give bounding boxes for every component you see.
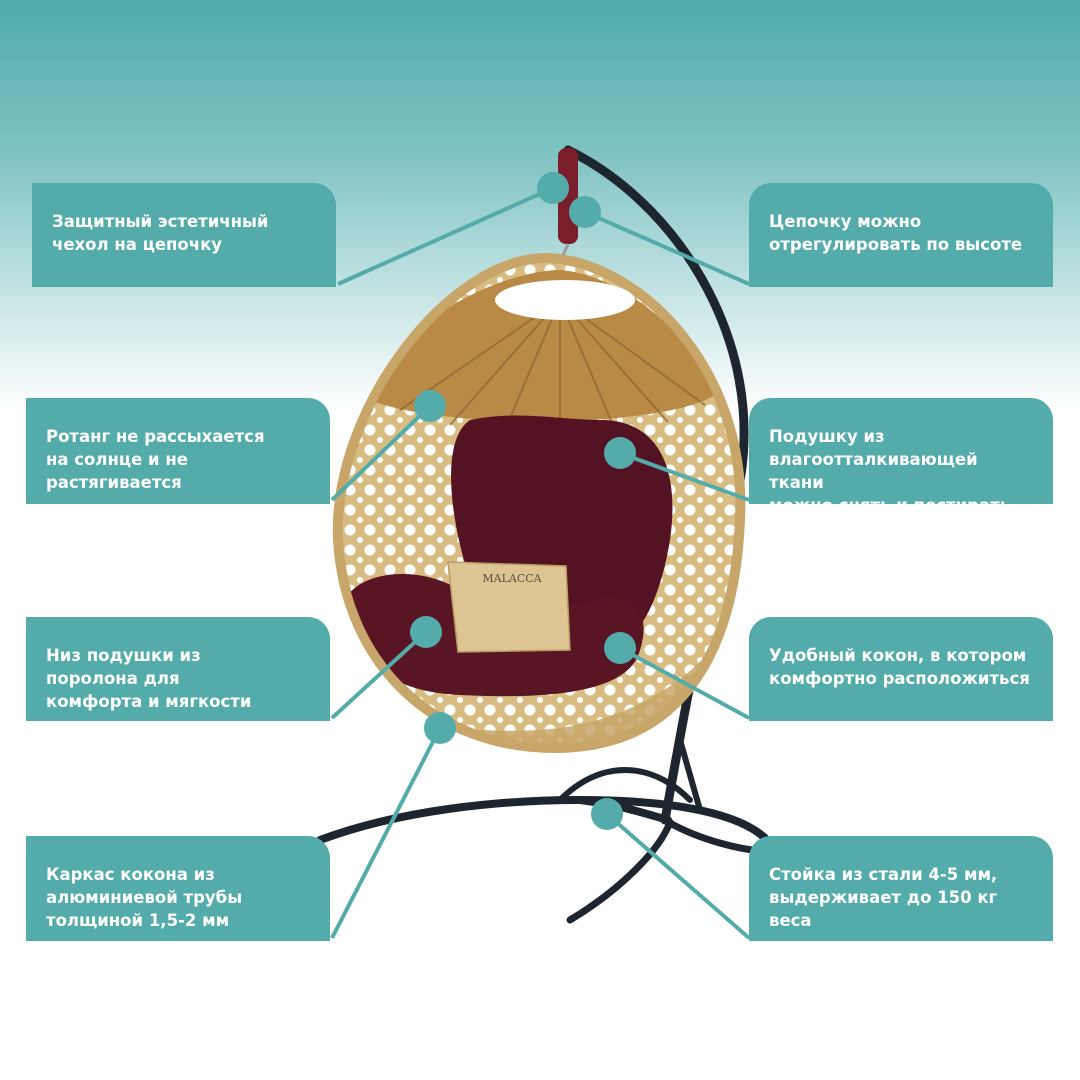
- callout-stand: Стойка из стали 4-5 мм, выдерживает до 1…: [749, 836, 1053, 941]
- callout-chain-cover: Защитный эстетичный чехол на цепочку: [32, 183, 336, 287]
- callout-rattan: Ротанг не рассыхается на солнце и не рас…: [26, 398, 330, 504]
- callout-cushion: Подушку из влагоотталкивающей ткани можн…: [749, 398, 1053, 515]
- callout-chain-height: Цепочку можно отрегулировать по высоте: [749, 183, 1053, 287]
- pillow-brand-label: MALACCA: [482, 572, 542, 585]
- callout-foam: Низ подушки из поролона для комфорта и м…: [26, 617, 330, 721]
- malacca-pillow: MALACCA: [447, 561, 571, 653]
- dot-marker-icon: [604, 632, 636, 664]
- dot-marker-icon: [604, 437, 636, 469]
- dot-marker-icon: [424, 712, 456, 744]
- dot-marker-icon: [537, 172, 569, 204]
- rattan-cocoon: [332, 252, 746, 754]
- callout-frame: Каркас кокона из алюминиевой трубы толщи…: [26, 836, 330, 941]
- dot-marker-icon: [414, 390, 446, 422]
- dot-marker-icon: [591, 798, 623, 830]
- leader-lines: [330, 186, 751, 940]
- dot-marker-icon: [410, 616, 442, 648]
- callout-cocoon: Удобный кокон, в котором комфортно распо…: [749, 617, 1053, 721]
- dot-marker-icon: [569, 196, 601, 228]
